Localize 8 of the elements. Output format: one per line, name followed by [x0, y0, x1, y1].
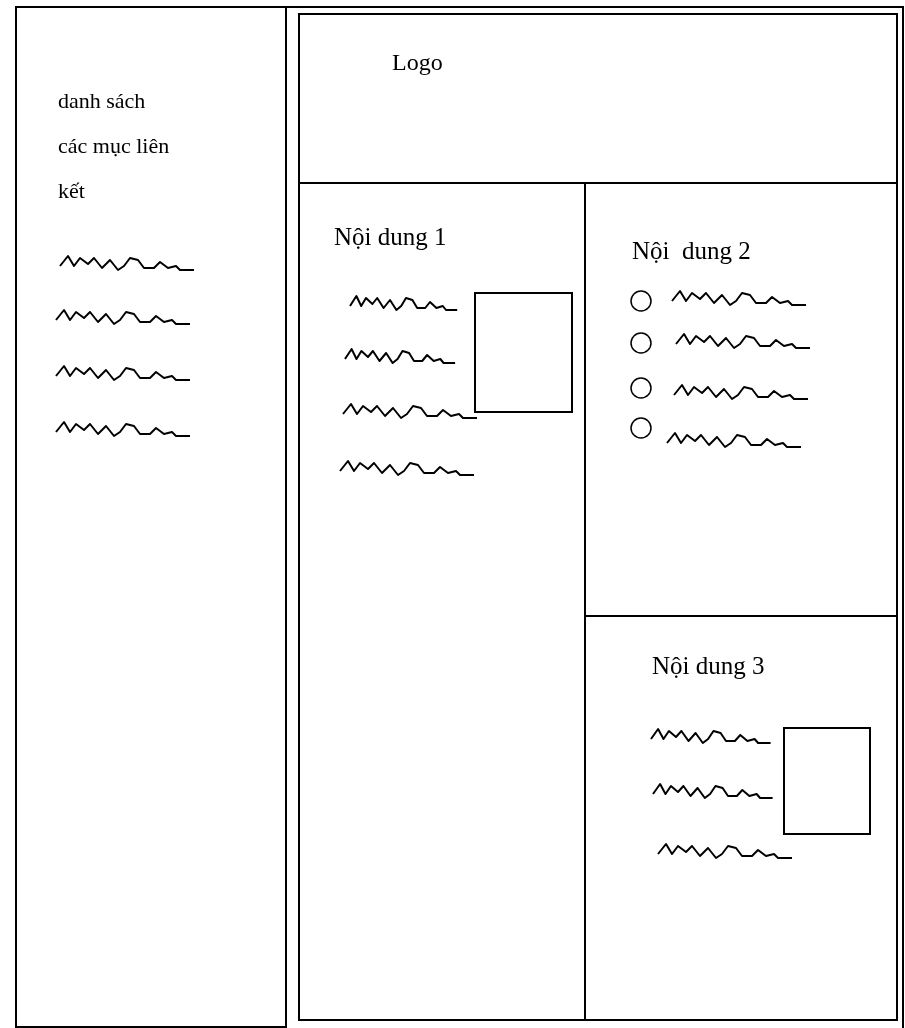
sidebar-panel — [15, 6, 287, 1028]
panel-heading: Nội dung 2 — [632, 236, 752, 266]
panel-heading: Nội dung 3 — [652, 651, 766, 681]
panel-heading: Nội dung 1 — [334, 222, 448, 252]
sidebar-title: danh sách các mục liên kết — [58, 87, 171, 205]
image-placeholder — [474, 292, 573, 413]
image-placeholder — [783, 727, 871, 835]
panel-heading: Logo — [392, 48, 444, 77]
